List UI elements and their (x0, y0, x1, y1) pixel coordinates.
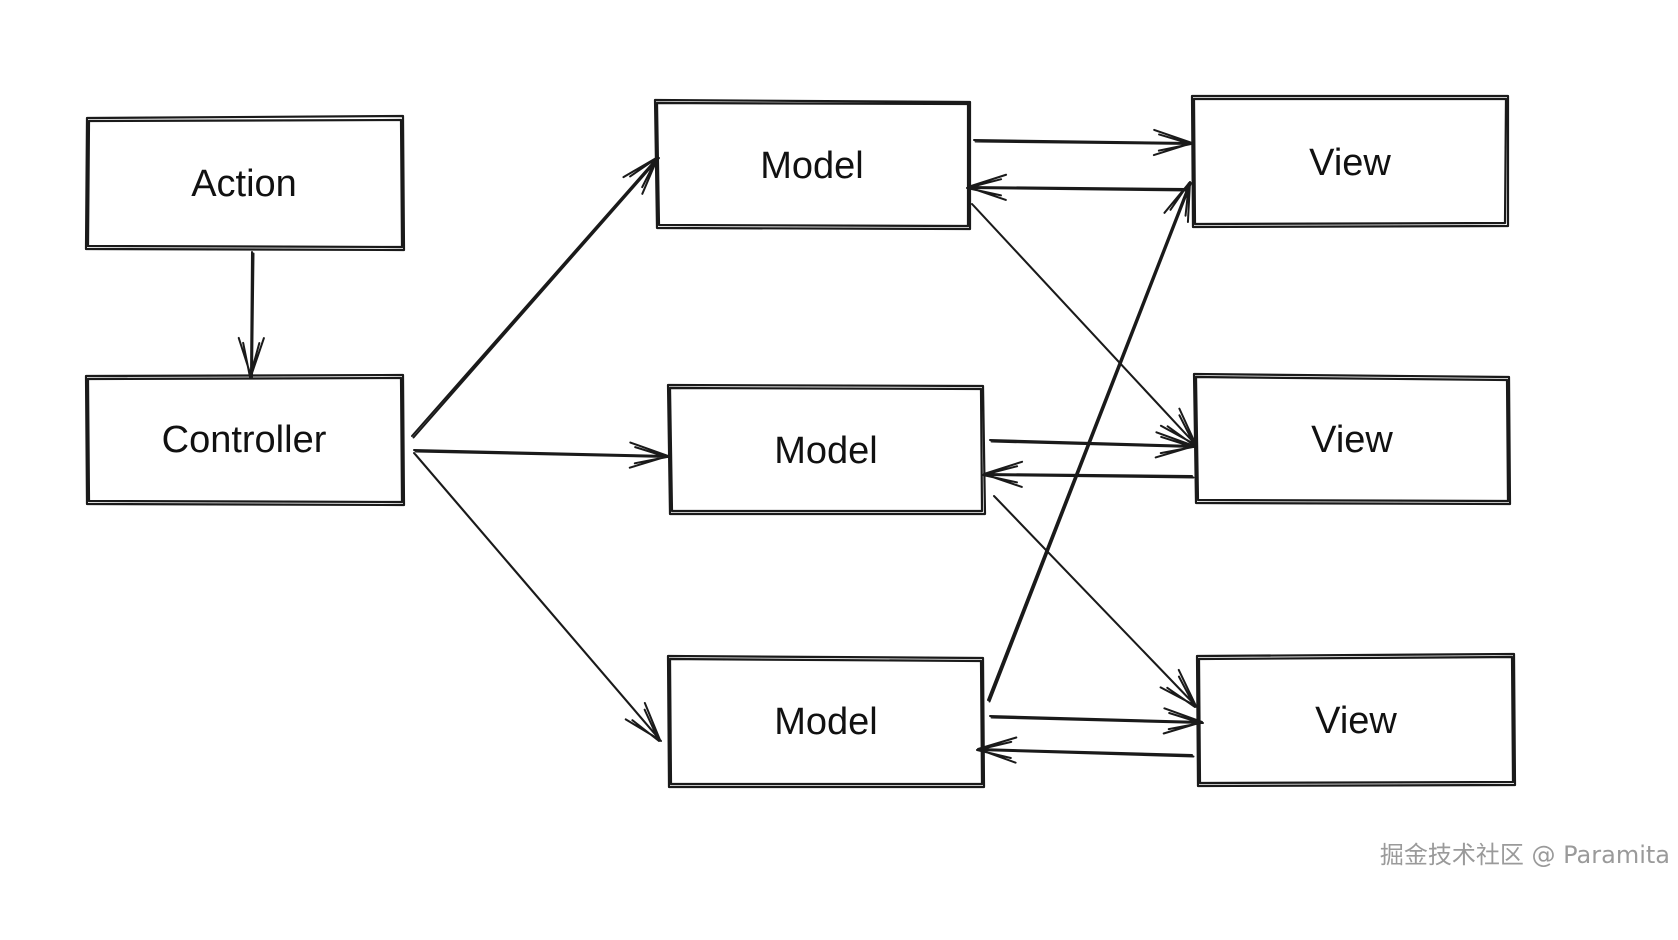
view-box-2 (1192, 372, 1512, 506)
arrow-controller-to-model-3 (413, 452, 662, 742)
model-label-1: Model (760, 145, 864, 187)
arrow-view-3-to-model-3 (976, 736, 1195, 764)
arrow-model-2-to-view-2 (989, 431, 1196, 459)
arrow-model-1-to-view-1 (973, 128, 1194, 157)
arrow-action-to-controller (237, 251, 265, 378)
arrow-model-2-to-view-3 (993, 495, 1198, 708)
arrow-line (973, 128, 1194, 157)
arrow-line (982, 460, 1195, 488)
action-label: Action (191, 163, 297, 205)
arrow-line (966, 173, 1191, 201)
arrow-line (413, 441, 670, 469)
arrow-view-2-to-model-2 (982, 460, 1195, 488)
model-box-3 (666, 654, 986, 789)
model-box-1 (653, 98, 972, 231)
edges-layer (237, 128, 1204, 764)
arrow-line (411, 156, 660, 439)
arrow-line (976, 736, 1195, 764)
arrow-controller-to-model-2 (413, 441, 670, 469)
arrow-controller-to-model-1 (411, 156, 660, 439)
model-node-2[interactable]: Model (666, 383, 987, 516)
arrow-line (237, 251, 265, 378)
arrow-line (989, 707, 1204, 735)
model-label-2: Model (774, 430, 878, 472)
arrow-line (987, 181, 1192, 703)
controller-node[interactable]: Controller (84, 373, 406, 507)
view-box-1 (1190, 94, 1510, 229)
watermark: 掘金技术社区 @ Paramita (1379, 841, 1670, 869)
arrow-model-3-to-view-3 (989, 707, 1204, 735)
model-node-1[interactable]: Model (653, 98, 972, 231)
arrow-view-1-to-model-1 (966, 173, 1191, 201)
controller-label: Controller (162, 419, 327, 461)
arrow-model-3-to-view-1 (987, 181, 1192, 703)
arrow-line (993, 495, 1198, 708)
view-node-2[interactable]: View (1192, 372, 1512, 506)
view-node-3[interactable]: View (1195, 652, 1517, 788)
action-node[interactable]: Action (84, 114, 406, 252)
model-label-3: Model (774, 701, 878, 743)
view-node-1[interactable]: View (1190, 94, 1510, 229)
arrow-line (989, 431, 1196, 459)
view-label-2: View (1311, 419, 1393, 461)
arrow-line (971, 203, 1198, 447)
model-node-3[interactable]: Model (666, 654, 986, 789)
controller-box (84, 373, 406, 507)
view-box-3 (1195, 652, 1517, 788)
arrow-model-1-to-view-2 (971, 203, 1198, 447)
view-label-3: View (1315, 700, 1397, 742)
model-box-2 (666, 383, 987, 516)
action-box (84, 114, 406, 252)
arrow-line (413, 452, 662, 742)
view-label-1: View (1309, 142, 1391, 184)
